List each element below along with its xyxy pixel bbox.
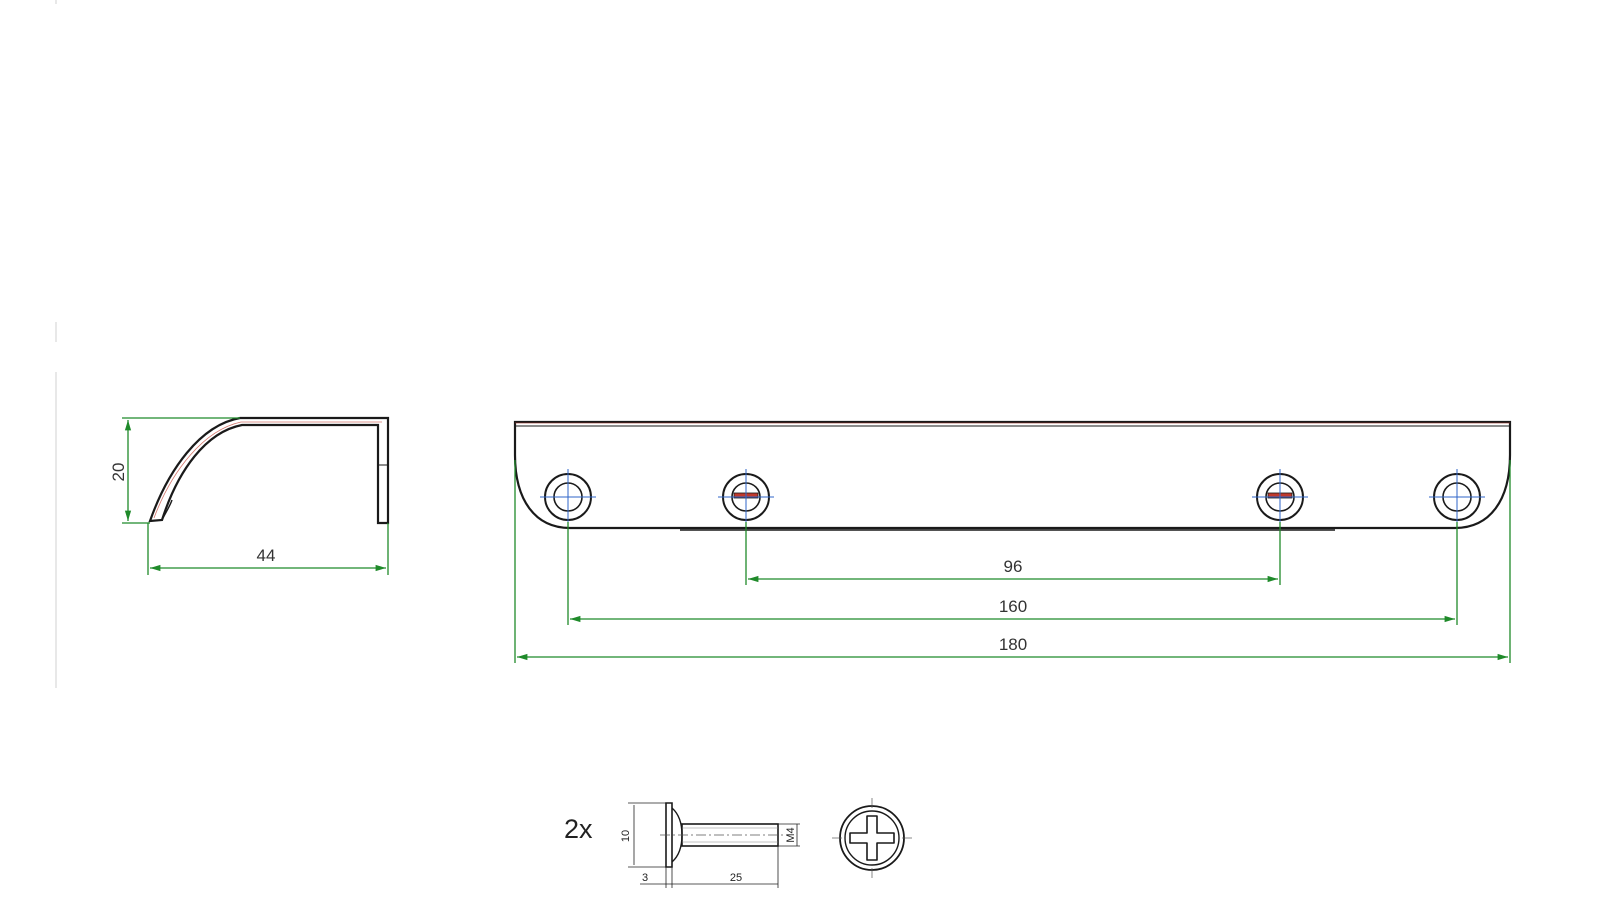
front-extension-lines bbox=[514, 460, 1511, 663]
side-extension-lines bbox=[122, 417, 389, 575]
front-dimension-96-label: 96 bbox=[1004, 557, 1023, 576]
phillips-screw-head-icon bbox=[832, 798, 912, 878]
front-dimension-160-label: 160 bbox=[999, 597, 1027, 616]
mounting-hole-2 bbox=[718, 469, 774, 525]
mounting-hole-4 bbox=[1429, 469, 1485, 525]
front-body-outline bbox=[513, 420, 1512, 530]
mounting-hole-3 bbox=[1252, 469, 1308, 525]
screw-shank-length-label: 25 bbox=[730, 872, 742, 884]
front-dimension-180-label: 180 bbox=[999, 635, 1027, 654]
side-width-label: 44 bbox=[257, 546, 276, 565]
side-view: 20 44 bbox=[109, 416, 390, 575]
side-profile-outer bbox=[148, 416, 390, 525]
side-height-label: 20 bbox=[109, 463, 128, 482]
side-profile-edge bbox=[153, 421, 382, 519]
screw-thread-label: M4 bbox=[785, 827, 797, 842]
side-profile-lip bbox=[161, 499, 173, 521]
screw-detail: 2x 10 M4 3 25 bbox=[564, 798, 912, 888]
screw-head-diameter-label: 10 bbox=[620, 830, 632, 842]
screw-head-thickness-label: 3 bbox=[642, 872, 648, 884]
screw-quantity-label: 2x bbox=[564, 814, 593, 844]
mounting-hole-1 bbox=[540, 469, 596, 525]
front-view: 96 160 180 bbox=[513, 420, 1512, 663]
